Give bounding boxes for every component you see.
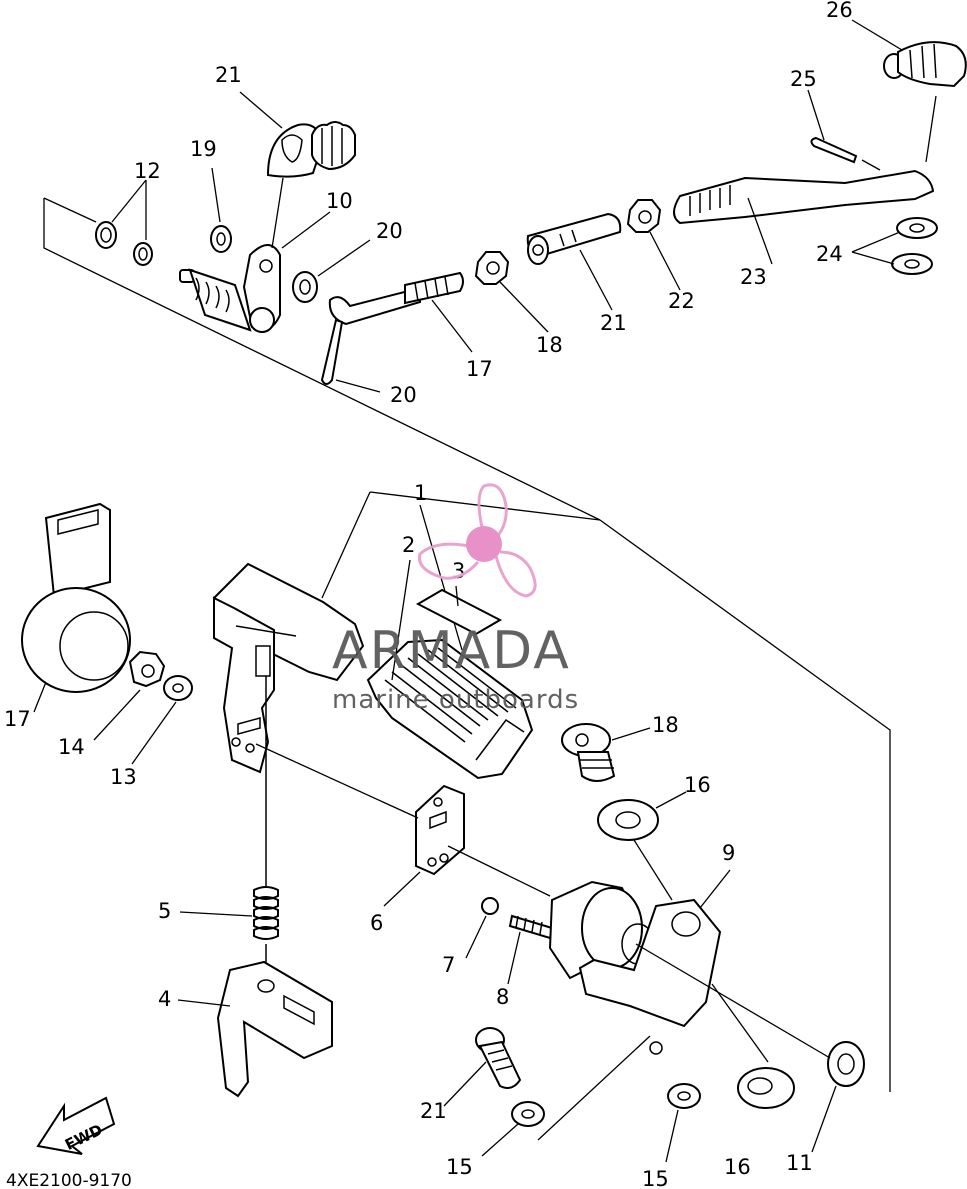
callout-8: 8 bbox=[496, 985, 509, 1009]
callout-15b: 15 bbox=[642, 1167, 669, 1189]
part-24-connector bbox=[526, 212, 622, 311]
part-23-grommet bbox=[239, 91, 356, 249]
part-11-washer bbox=[635, 943, 865, 1153]
callout-15a: 15 bbox=[446, 1155, 473, 1179]
brand-tagline: marine outboards bbox=[332, 685, 579, 715]
callout-28: 24 bbox=[816, 242, 843, 266]
callout-21b: 20 bbox=[376, 219, 403, 243]
callout-14: 14 bbox=[58, 735, 85, 759]
callout-16b: 16 bbox=[724, 1155, 751, 1179]
callout-9: 9 bbox=[722, 841, 735, 865]
callout-30: 26 bbox=[826, 0, 853, 22]
part-22-cotter-pin bbox=[320, 318, 381, 393]
callout-29: 25 bbox=[790, 67, 817, 91]
part-16-washers bbox=[597, 791, 795, 1109]
part-10-shift-lever bbox=[179, 211, 331, 333]
callout-21a: 19 bbox=[190, 137, 217, 161]
callout-25: 22 bbox=[668, 289, 695, 313]
callout-19: 21 bbox=[420, 1099, 447, 1123]
callout-17: 17 bbox=[4, 707, 31, 731]
callout-23: 21 bbox=[215, 63, 242, 87]
part-18-bolt bbox=[561, 723, 651, 782]
part-29-cotter-pin bbox=[807, 89, 881, 171]
callout-6: 6 bbox=[370, 911, 383, 935]
part-20-shift-rod bbox=[328, 271, 473, 353]
part-12-washers bbox=[95, 179, 153, 266]
part-7-ball bbox=[465, 897, 499, 959]
part-8-detent-spring bbox=[507, 914, 554, 985]
part-30-rubber-boot bbox=[851, 19, 967, 163]
part-2-grip bbox=[366, 559, 534, 780]
callout-18: 18 bbox=[652, 713, 679, 737]
part-15-washers bbox=[481, 1035, 701, 1163]
part-4-bracket bbox=[177, 960, 333, 1098]
callout-22: 20 bbox=[390, 383, 417, 407]
part-14-nut bbox=[93, 650, 166, 741]
part-17-collar bbox=[21, 502, 131, 713]
part-9-shift-bracket bbox=[548, 869, 731, 1055]
armada-watermark: ARMADA marine outboards bbox=[332, 483, 579, 715]
part-13-washer bbox=[131, 675, 193, 765]
callout-2: 2 bbox=[402, 533, 415, 557]
callout-11: 11 bbox=[786, 1151, 813, 1175]
fwd-arrow-icon: FWD bbox=[36, 1096, 116, 1155]
part-25-nut bbox=[626, 199, 681, 291]
part-19-bolt bbox=[443, 1027, 522, 1107]
callout-10: 10 bbox=[326, 189, 353, 213]
callout-12: 12 bbox=[134, 159, 161, 183]
callout-27: 23 bbox=[740, 265, 767, 289]
part-5-spring bbox=[179, 676, 279, 980]
part-26-nut bbox=[474, 251, 549, 333]
part-27-rod bbox=[673, 169, 935, 265]
callout-4: 4 bbox=[158, 987, 171, 1011]
callout-1: 1 bbox=[414, 481, 427, 505]
callout-26: 18 bbox=[536, 333, 563, 357]
callout-3: 3 bbox=[452, 559, 465, 583]
callout-labels: 26 25 21 19 12 10 20 24 23 22 21 18 17 2… bbox=[4, 0, 853, 1189]
part-3-label bbox=[415, 585, 503, 636]
diagram-code: 4XE2100-9170 bbox=[6, 1171, 132, 1189]
callout-7: 7 bbox=[442, 953, 455, 977]
brand-name: ARMADA bbox=[332, 621, 571, 681]
part-1-shift-handle bbox=[212, 504, 463, 774]
propeller-logo-icon bbox=[418, 483, 537, 598]
callout-24: 21 bbox=[600, 311, 627, 335]
callout-20: 17 bbox=[466, 357, 493, 381]
part-6-plate bbox=[255, 743, 551, 907]
assembly-frame bbox=[43, 197, 891, 1092]
callout-16a: 16 bbox=[684, 773, 711, 797]
callout-13: 13 bbox=[110, 765, 137, 789]
callout-5: 5 bbox=[158, 899, 171, 923]
part-21-washers bbox=[210, 167, 371, 303]
part-28-washers bbox=[851, 217, 938, 275]
